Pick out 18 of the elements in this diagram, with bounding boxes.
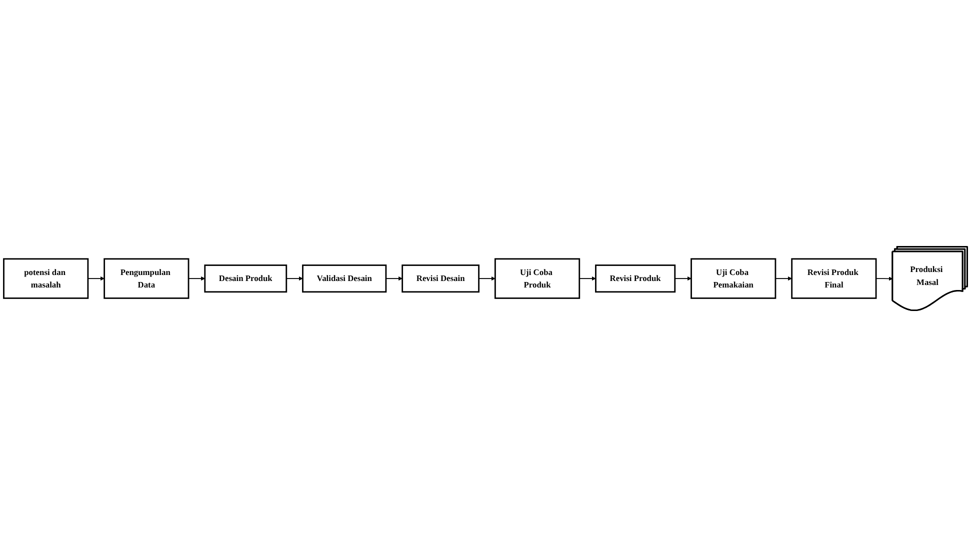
arrow	[87, 276, 104, 281]
arrow	[478, 276, 496, 281]
arrow	[286, 276, 303, 281]
arrow	[876, 276, 893, 281]
node-box: Validasi Desain	[302, 264, 387, 293]
node-box: potensi dan masalah	[3, 258, 89, 299]
node-box: Revisi Produk Final	[791, 258, 877, 299]
node-box: Revisi Produk	[595, 264, 676, 293]
arrow	[674, 276, 692, 281]
node-box: Pengumpulan Data	[104, 258, 190, 299]
arrow	[775, 276, 792, 281]
node-box: Uji Coba Produk	[494, 258, 580, 299]
arrow	[188, 276, 206, 281]
node-box: Desain Produk	[204, 264, 288, 293]
node-box: Uji Coba Pemakaian	[690, 258, 776, 299]
arrow	[578, 276, 596, 281]
arrow	[385, 276, 403, 281]
node-box: Revisi Desain	[402, 264, 480, 293]
